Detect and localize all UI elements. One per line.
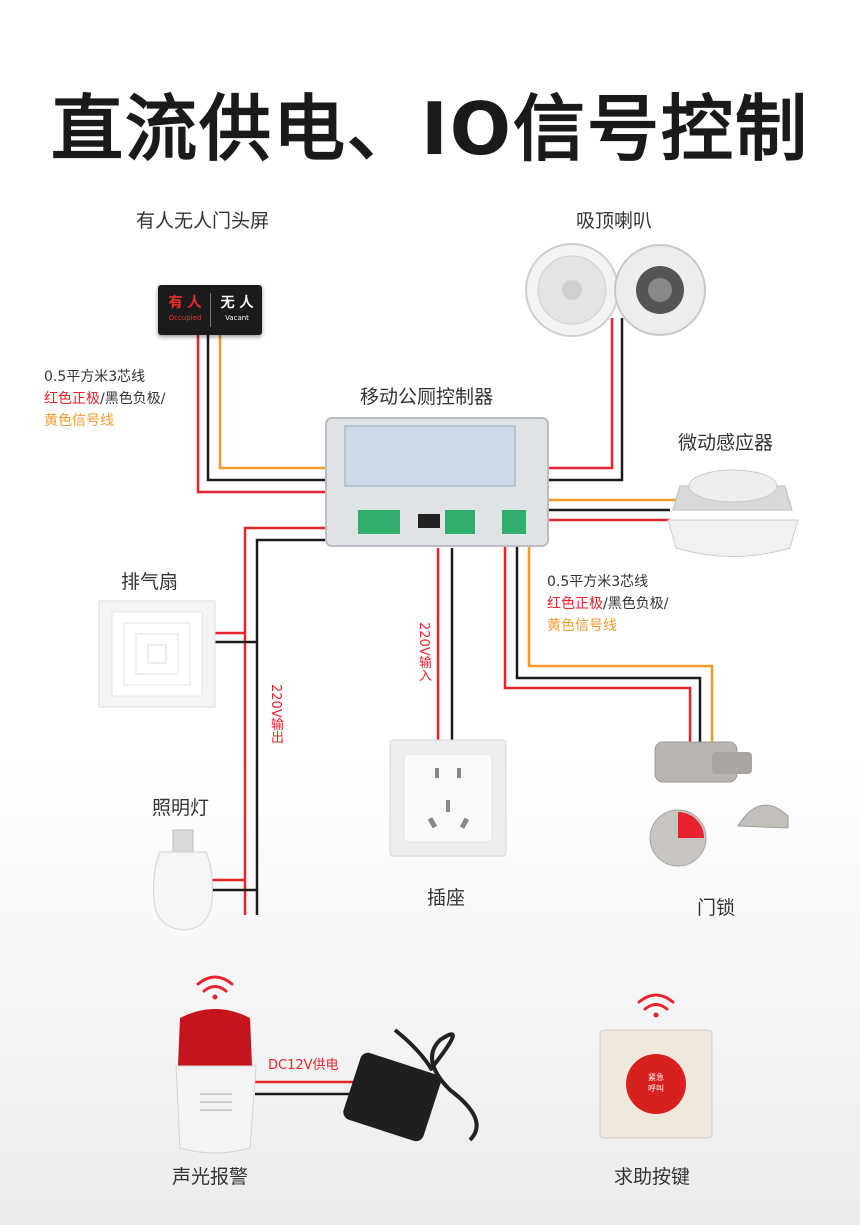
- lock-wires: [503, 545, 714, 745]
- sign-occupied-en: Occupied: [168, 314, 202, 322]
- input-wires: [436, 548, 454, 740]
- output-wires: [210, 526, 330, 915]
- wire-note-right-orange: 黄色信号线: [547, 618, 617, 634]
- socket-image: [389, 739, 507, 857]
- label-controller: 移动公厕控制器: [360, 386, 494, 408]
- wire-note-right-line1: 0.5平方米3芯线: [547, 574, 649, 590]
- wire-note-left-orange: 黄色信号线: [44, 413, 114, 429]
- help-button-text-line2: 呼叫: [648, 1084, 664, 1093]
- label-dc12v: DC12V供电: [268, 1058, 339, 1073]
- page-title: 直流供电、IO信号控制: [51, 87, 809, 171]
- wire-note-left-red: 红色正极: [44, 391, 100, 407]
- wifi-icon-alarm: [196, 975, 234, 1000]
- label-sensor: 微动感应器: [678, 432, 774, 454]
- label-socket: 插座: [427, 887, 466, 909]
- sign-occupied-cn: 有 人: [168, 295, 202, 311]
- lock-image: [649, 741, 789, 867]
- sensor-wires: [545, 498, 690, 522]
- alarm-image: [175, 1009, 257, 1154]
- label-door-sign: 有人无人门头屏: [136, 210, 270, 232]
- sign-vacant-en: Vacant: [225, 314, 249, 322]
- door-sign-image: 有 人 Occupied 无 人 Vacant: [158, 285, 262, 335]
- sign-vacant-cn: 无 人: [220, 295, 254, 311]
- label-220v-input: 220V输入: [416, 622, 431, 682]
- alarm-wires: [255, 1080, 355, 1096]
- speaker-front-image: [525, 243, 619, 337]
- wire-note-left: 0.5平方米3芯线 红色正极/黑色负极/ 黄色信号线: [44, 366, 165, 432]
- fan-image: [98, 600, 216, 708]
- wire-note-left-line1: 0.5平方米3芯线: [44, 369, 146, 385]
- dc-adapter-image: [343, 1028, 479, 1142]
- help-button-image: [599, 1029, 713, 1139]
- label-lock: 门锁: [697, 897, 736, 919]
- speaker-back-image: [614, 244, 706, 336]
- help-button-text: 紧急 呼叫: [636, 1072, 676, 1094]
- label-light: 照明灯: [152, 797, 210, 819]
- help-button-text-line1: 紧急: [648, 1073, 664, 1082]
- wire-note-right-black: /黑色负极/: [603, 596, 669, 612]
- controller-image: [325, 417, 549, 547]
- wire-note-left-black: /黑色负极/: [100, 391, 166, 407]
- light-bulb-image: [153, 829, 213, 931]
- door-sign-wires: [196, 335, 330, 494]
- speaker-wires: [545, 318, 624, 482]
- label-fan: 排气扇: [121, 571, 179, 593]
- label-220v-output: 220V输出: [268, 684, 283, 744]
- label-alarm: 声光报警: [172, 1166, 249, 1188]
- label-help-button: 求助按键: [614, 1166, 691, 1188]
- sensor-image: [667, 469, 799, 557]
- label-speaker: 吸顶喇叭: [576, 210, 653, 232]
- wifi-icon-help-button: [637, 993, 675, 1018]
- wire-note-right: 0.5平方米3芯线 红色正极/黑色负极/ 黄色信号线: [547, 571, 668, 637]
- wire-note-right-red: 红色正极: [547, 596, 603, 612]
